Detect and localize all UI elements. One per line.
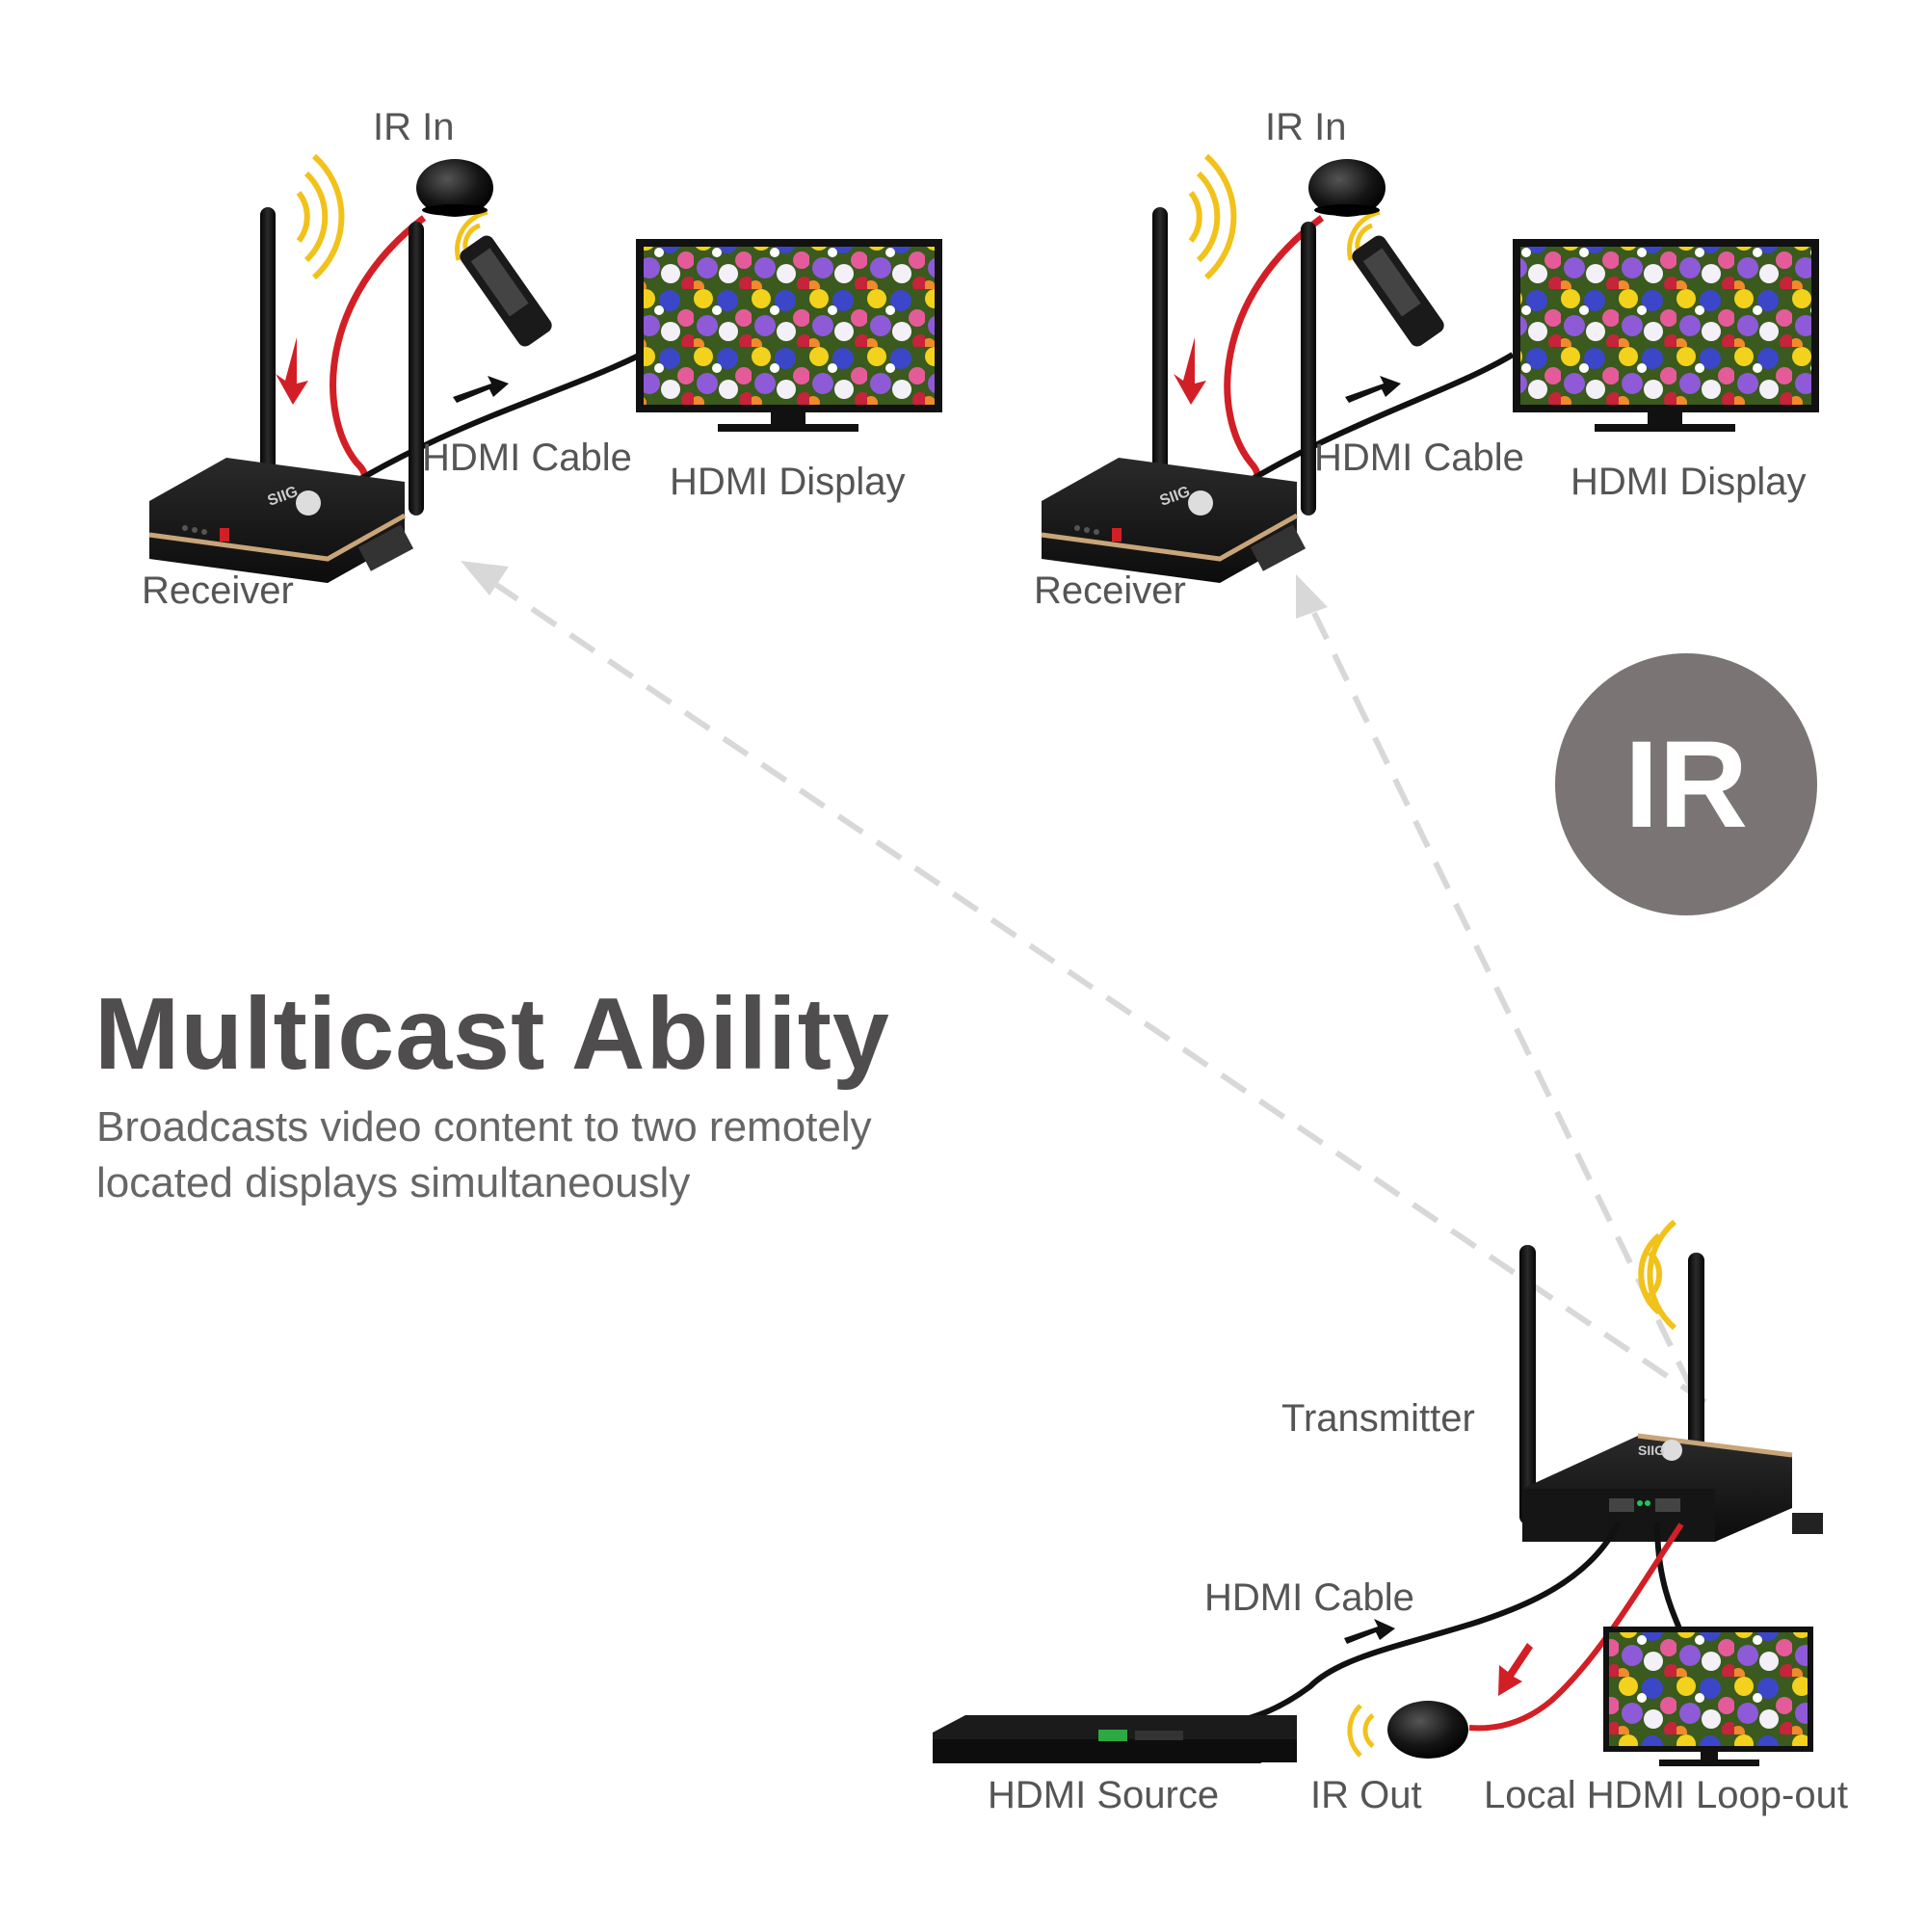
signal-wave-icon [1188,153,1237,280]
transmitter-label: Transmitter [1281,1397,1475,1440]
antenna-icon [1519,1245,1536,1524]
tv-display-icon [1513,239,1819,432]
ir-sensor-icon [1308,159,1386,217]
hdmi-cable [1654,1522,1684,1635]
hdmi-source-label: HDMI Source [988,1774,1220,1816]
hdmi-cable-label: HDMI Cable [1314,437,1524,479]
ir-cable [1468,1522,1684,1732]
ir-badge: IR [1555,653,1817,915]
hdmi-cable [326,352,643,502]
device-brand: SIIG [1638,1442,1665,1458]
antenna-icon [409,222,424,516]
arrow-icon [1498,1643,1533,1696]
ir-in-label: IR In [373,106,455,148]
arrow-icon [276,337,308,405]
receiver-group-left: SIIG [148,153,942,583]
arrow-icon [1174,337,1206,405]
bluray-player-icon [933,1715,1297,1763]
transmitter-device-icon: SIIG [1522,1433,1823,1542]
hdmi-cable-label: HDMI Cable [1204,1576,1414,1619]
ir-in-label: IR In [1265,106,1347,148]
signal-wave-icon [1638,1219,1676,1331]
hdmi-display-label: HDMI Display [1571,461,1807,503]
arrow-icon [1344,1619,1395,1644]
ir-out-label: IR Out [1310,1774,1422,1816]
signal-wave-icon [296,153,345,280]
remote-control-icon [1352,235,1444,347]
wireless-link-left [461,561,1707,1405]
receiver-group-right: SIIG [1041,153,1819,583]
wireless-link-right [1296,574,1694,1389]
receiver-device-icon: SIIG [148,458,414,583]
headline-subtitle-line2: located displays simultaneously [96,1159,691,1206]
tv-display-icon [636,239,942,432]
ir-sensor-icon [1387,1701,1468,1759]
transmitter-group: SIIG [933,1219,1823,1766]
arrow-icon [453,376,509,403]
antenna-icon [1301,222,1316,516]
arrow-icon [1345,376,1401,403]
antenna-icon [1152,207,1168,501]
hdmi-display-label: HDMI Display [670,461,906,503]
signal-wave-icon [1347,1704,1375,1758]
hdmi-cable-label: HDMI Cable [422,437,632,479]
receiver-label: Receiver [1034,569,1186,612]
headline-title: Multicast Ability [94,977,890,1091]
receiver-device-icon: SIIG [1041,458,1307,583]
hdmi-cable [1218,352,1515,502]
antenna-icon [260,207,276,501]
loopout-label: Local HDMI Loop-out [1484,1774,1848,1816]
headline-subtitle-line1: Broadcasts video content to two remotely [96,1103,872,1151]
ir-sensor-icon [416,159,493,217]
remote-control-icon [460,235,552,347]
tv-display-icon [1603,1627,1813,1766]
receiver-label: Receiver [142,569,294,612]
